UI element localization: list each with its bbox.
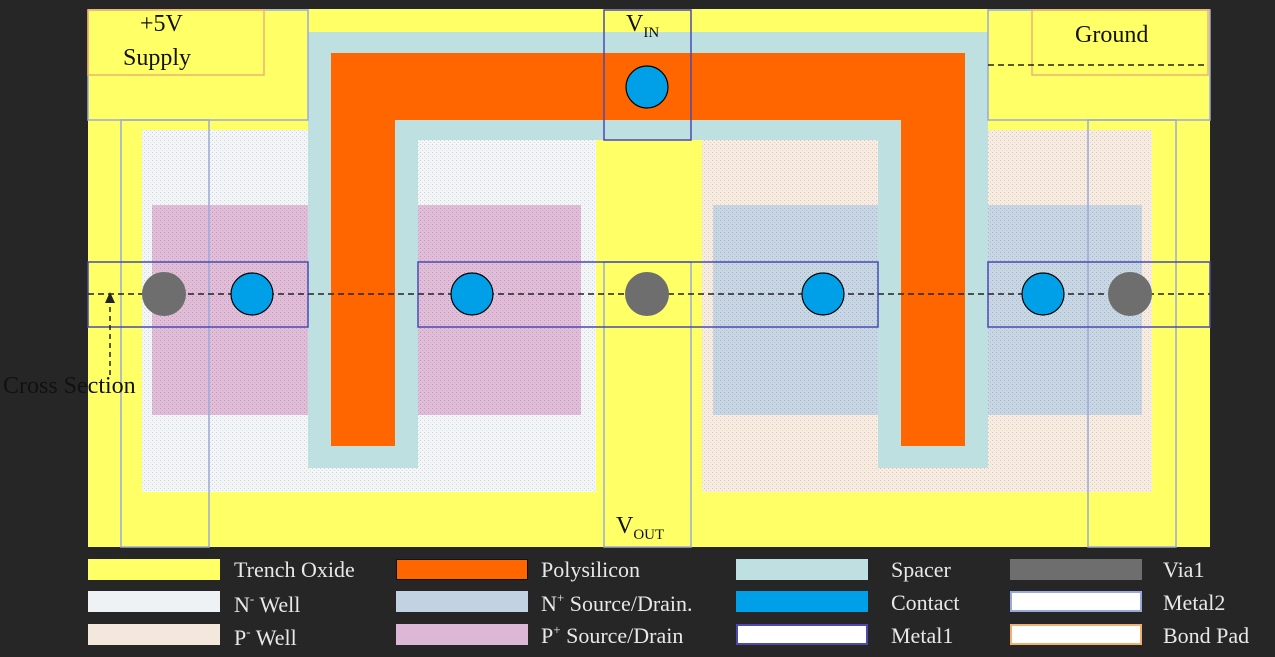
legend-label-p-well: P- Well (234, 624, 297, 650)
legend-swatch-trench-oxide (88, 559, 220, 580)
legend-swatch-p-well (88, 624, 220, 645)
legend-swatch-polysilicon (396, 559, 528, 580)
legend-swatch-metal2 (1010, 591, 1142, 612)
cross-section-arrow-head (105, 292, 115, 303)
via1-ground (1108, 272, 1152, 316)
legend-label-trench-oxide: Trench Oxide (234, 557, 355, 582)
legend-label-polysilicon: Polysilicon (541, 557, 641, 582)
cross-section-label: Cross Section (3, 373, 136, 399)
legend-label-metal2: Metal2 (1163, 590, 1226, 615)
legend-label-p-plus: P+ Source/Drain (541, 622, 684, 648)
vout-label-sub: OUT (633, 527, 665, 543)
legend-label-n-plus: N+ Source/Drain. (541, 590, 693, 616)
contact-vin (625, 65, 669, 109)
n-plus-source-drain-left (713, 205, 878, 415)
polysilicon-gate (331, 53, 965, 446)
supply-label-line1: +5V (140, 11, 183, 37)
contact-pmos-source (230, 272, 274, 316)
legend-swatch-p-plus (396, 624, 528, 645)
via1-output (625, 272, 669, 316)
contact-nmos-source (1021, 272, 1065, 316)
legend-label-contact: Contact (891, 590, 960, 615)
legend-swatch-n-plus (396, 591, 528, 612)
legend-swatch-metal1 (736, 624, 868, 645)
supply-label-line2: Supply (123, 45, 192, 71)
legend-label-bond-pad: Bond Pad (1163, 623, 1250, 648)
metal2-supply-vertical (120, 119, 210, 548)
bond-pad-ground (1031, 9, 1209, 76)
bond-pad-supply (87, 9, 265, 76)
vin-label-sub: IN (643, 25, 660, 41)
vin-label-main: V (626, 11, 644, 37)
vout-label: VOUT (616, 513, 664, 543)
metal2-ground-vertical (1087, 119, 1177, 548)
legend-label-spacer: Spacer (891, 557, 951, 582)
via1-supply (142, 272, 186, 316)
legend-label-metal1: Metal1 (891, 623, 954, 648)
contact-pmos-drain (450, 272, 494, 316)
metal1-vin (603, 9, 692, 141)
contact-nmos-drain (801, 272, 845, 316)
vin-label: VIN (626, 11, 659, 41)
vout-label-main: V (616, 513, 634, 539)
legend-swatch-spacer (736, 559, 868, 580)
legend-swatch-via1 (1010, 559, 1142, 580)
legend-swatch-n-well (88, 591, 220, 612)
legend-label-via1: Via1 (1163, 557, 1205, 582)
legend-swatch-contact (736, 591, 868, 612)
legend-swatch-bond-pad (1010, 624, 1142, 645)
legend-label-n-well: N- Well (234, 591, 301, 617)
ground-label: Ground (1075, 22, 1149, 48)
p-plus-source-drain-right (418, 205, 581, 415)
